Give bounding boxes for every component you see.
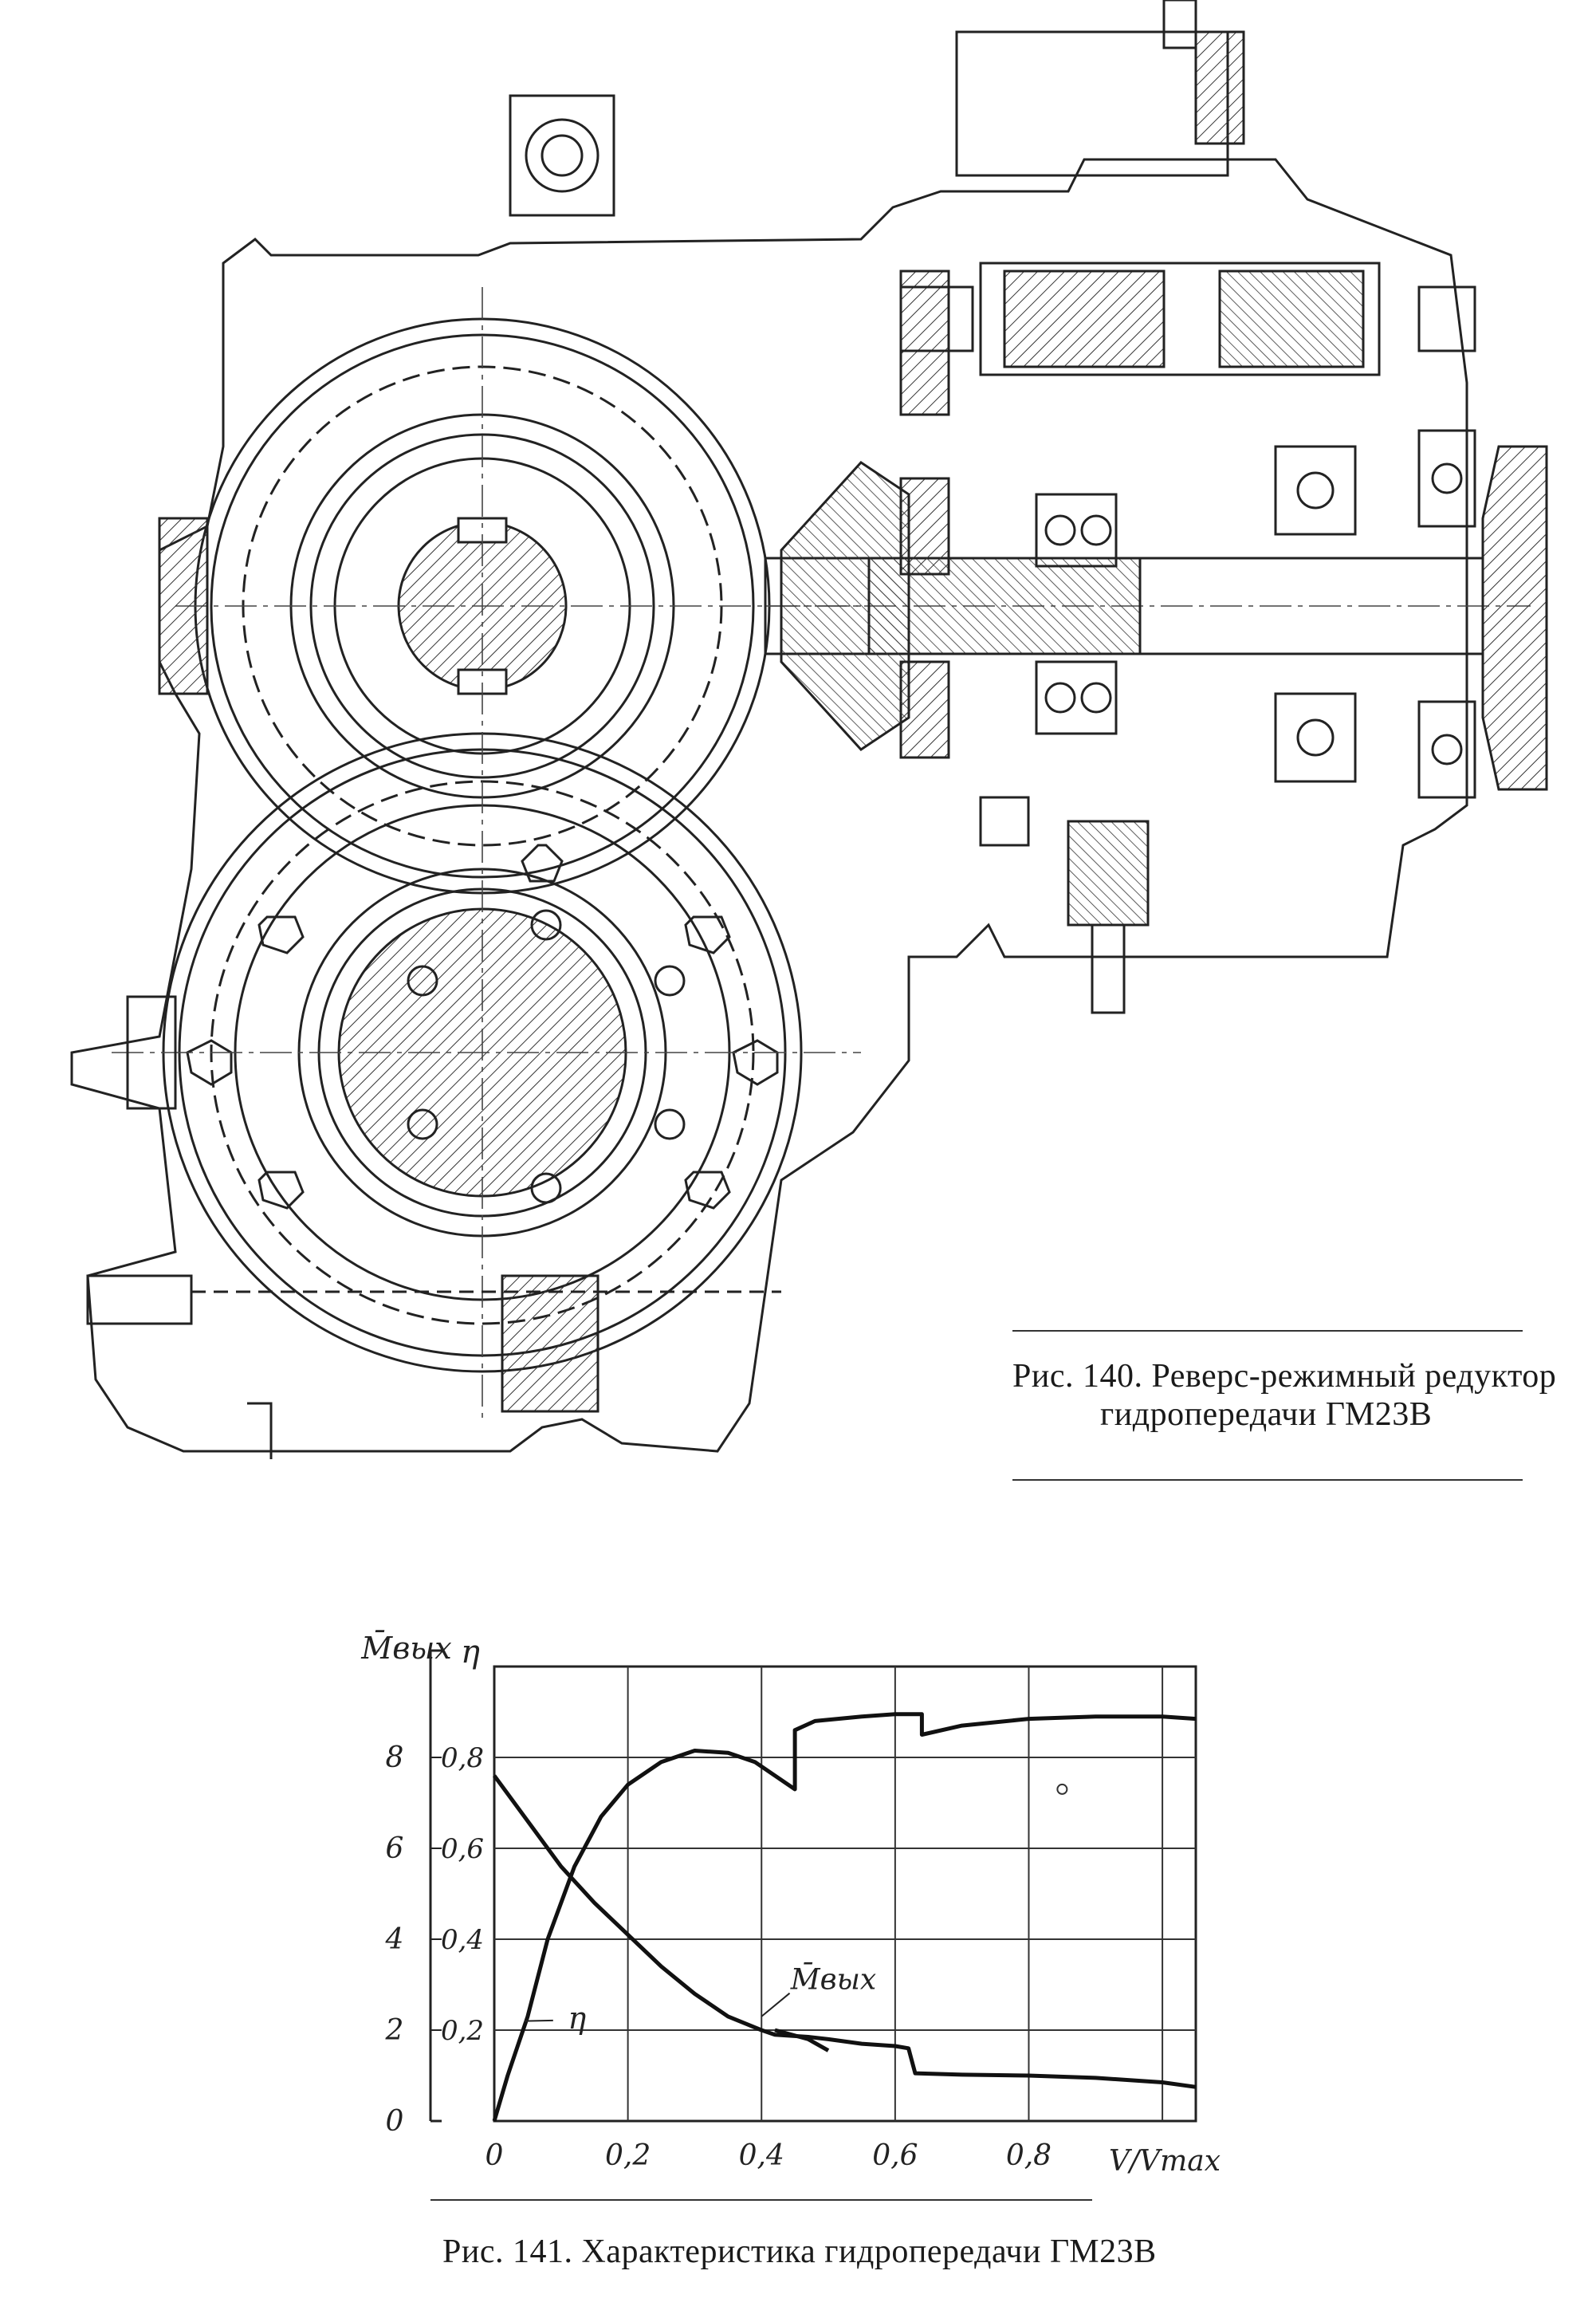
figure-140-caption: Рис. 140. Реверс-режимный редуктор гидро… xyxy=(1012,1357,1557,1434)
stray-mark xyxy=(1056,1783,1068,1795)
x-tick-label: 0,4 xyxy=(739,2139,784,2172)
figure-140-caption-line1: Рис. 140. Реверс-режимный редуктор xyxy=(1012,1358,1557,1395)
y-left-tick-label: 8 xyxy=(386,1741,404,1774)
y-left-tick-label: 2 xyxy=(385,2014,404,2047)
figure-141-caption: Рис. 141. Характеристика гидропередачи Г… xyxy=(442,2233,1157,2270)
caption-rule-top xyxy=(1012,1330,1523,1332)
top-actuator xyxy=(509,94,615,217)
y-left-tick-label: 6 xyxy=(386,1832,404,1865)
x-tick-label: 0 xyxy=(485,2139,504,2172)
annotation-leader xyxy=(761,1992,791,2017)
left-cover xyxy=(158,517,209,695)
series-line-1 xyxy=(492,1774,1197,2089)
series-line-0 xyxy=(492,1712,1197,2122)
annotation-eta: η xyxy=(568,2001,586,2036)
plot-frame xyxy=(493,1665,1197,2123)
figure-140-caption-line2: гидропередачи ГМ23В xyxy=(1100,1396,1433,1433)
annotation-m: M̄вых xyxy=(790,1962,876,1997)
x-tick-label: 0,2 xyxy=(605,2139,651,2172)
y-left-tick-label: 4 xyxy=(385,1923,404,1956)
x-tick-label: 0,8 xyxy=(1006,2139,1052,2172)
bevel-gear xyxy=(780,461,910,751)
oil-pump xyxy=(1067,820,1150,927)
chart-bottom-rule xyxy=(430,2199,1092,2201)
y-left-tick-label: 0 xyxy=(386,2105,404,2138)
x-tick-label: 0,6 xyxy=(872,2139,918,2172)
output-flange xyxy=(1481,445,1548,791)
y-right-label: η xyxy=(461,1634,480,1671)
y-right-tick-label: 0,4 xyxy=(441,1924,484,1956)
x-axis-label: V/Vmax xyxy=(1109,2145,1221,2178)
housing-outline xyxy=(70,158,1468,1453)
y-right-tick-label: 0,8 xyxy=(441,1742,484,1774)
y-right-tick-label: 0,2 xyxy=(441,2015,484,2047)
drain-plug xyxy=(501,1274,599,1413)
bolt-ring xyxy=(186,844,779,1210)
gearbox-drawing xyxy=(70,0,1548,1459)
bearings xyxy=(899,270,1476,799)
series-line-2 xyxy=(774,2028,830,2052)
y-left-label: M̄вых xyxy=(360,1631,451,1666)
caption-rule-bottom xyxy=(1012,1479,1523,1481)
y-right-tick-label: 0,6 xyxy=(441,1833,484,1865)
